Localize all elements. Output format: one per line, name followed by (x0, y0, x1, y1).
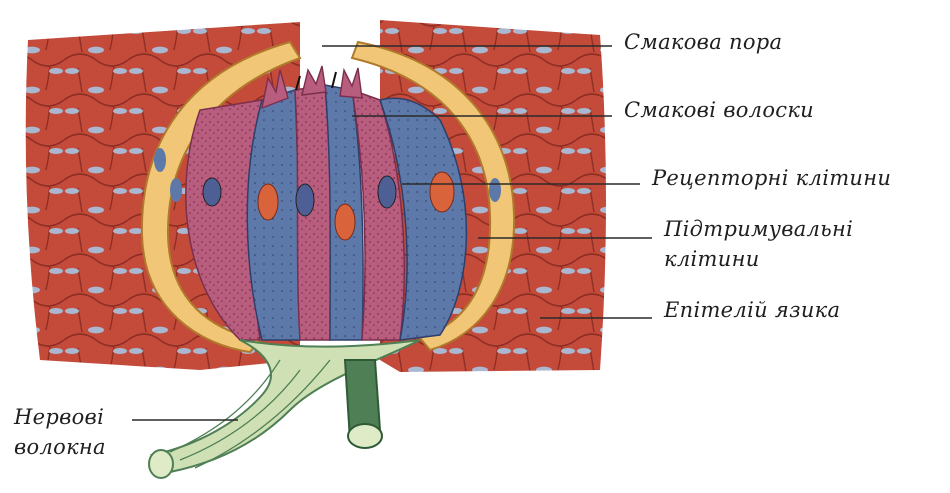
label-supporting-cells-line2: клітини (664, 244, 853, 274)
receptor-cells (186, 85, 467, 340)
label-taste-pore: Смакова пора (624, 30, 782, 54)
label-nerve-fibers-line2: волокна (14, 432, 106, 462)
label-nerve-fibers-line1: Нервові (14, 402, 106, 432)
label-tongue-epithelium: Епітелій язика (664, 298, 840, 322)
label-supporting-cells: Підтримувальні клітини (664, 214, 853, 274)
label-taste-hairs: Смакові волоски (624, 98, 814, 122)
label-supporting-cells-line1: Підтримувальні (664, 214, 853, 244)
label-nerve-fibers: Нервові волокна (14, 402, 106, 462)
label-receptor-cells: Рецепторні клітини (652, 166, 891, 190)
